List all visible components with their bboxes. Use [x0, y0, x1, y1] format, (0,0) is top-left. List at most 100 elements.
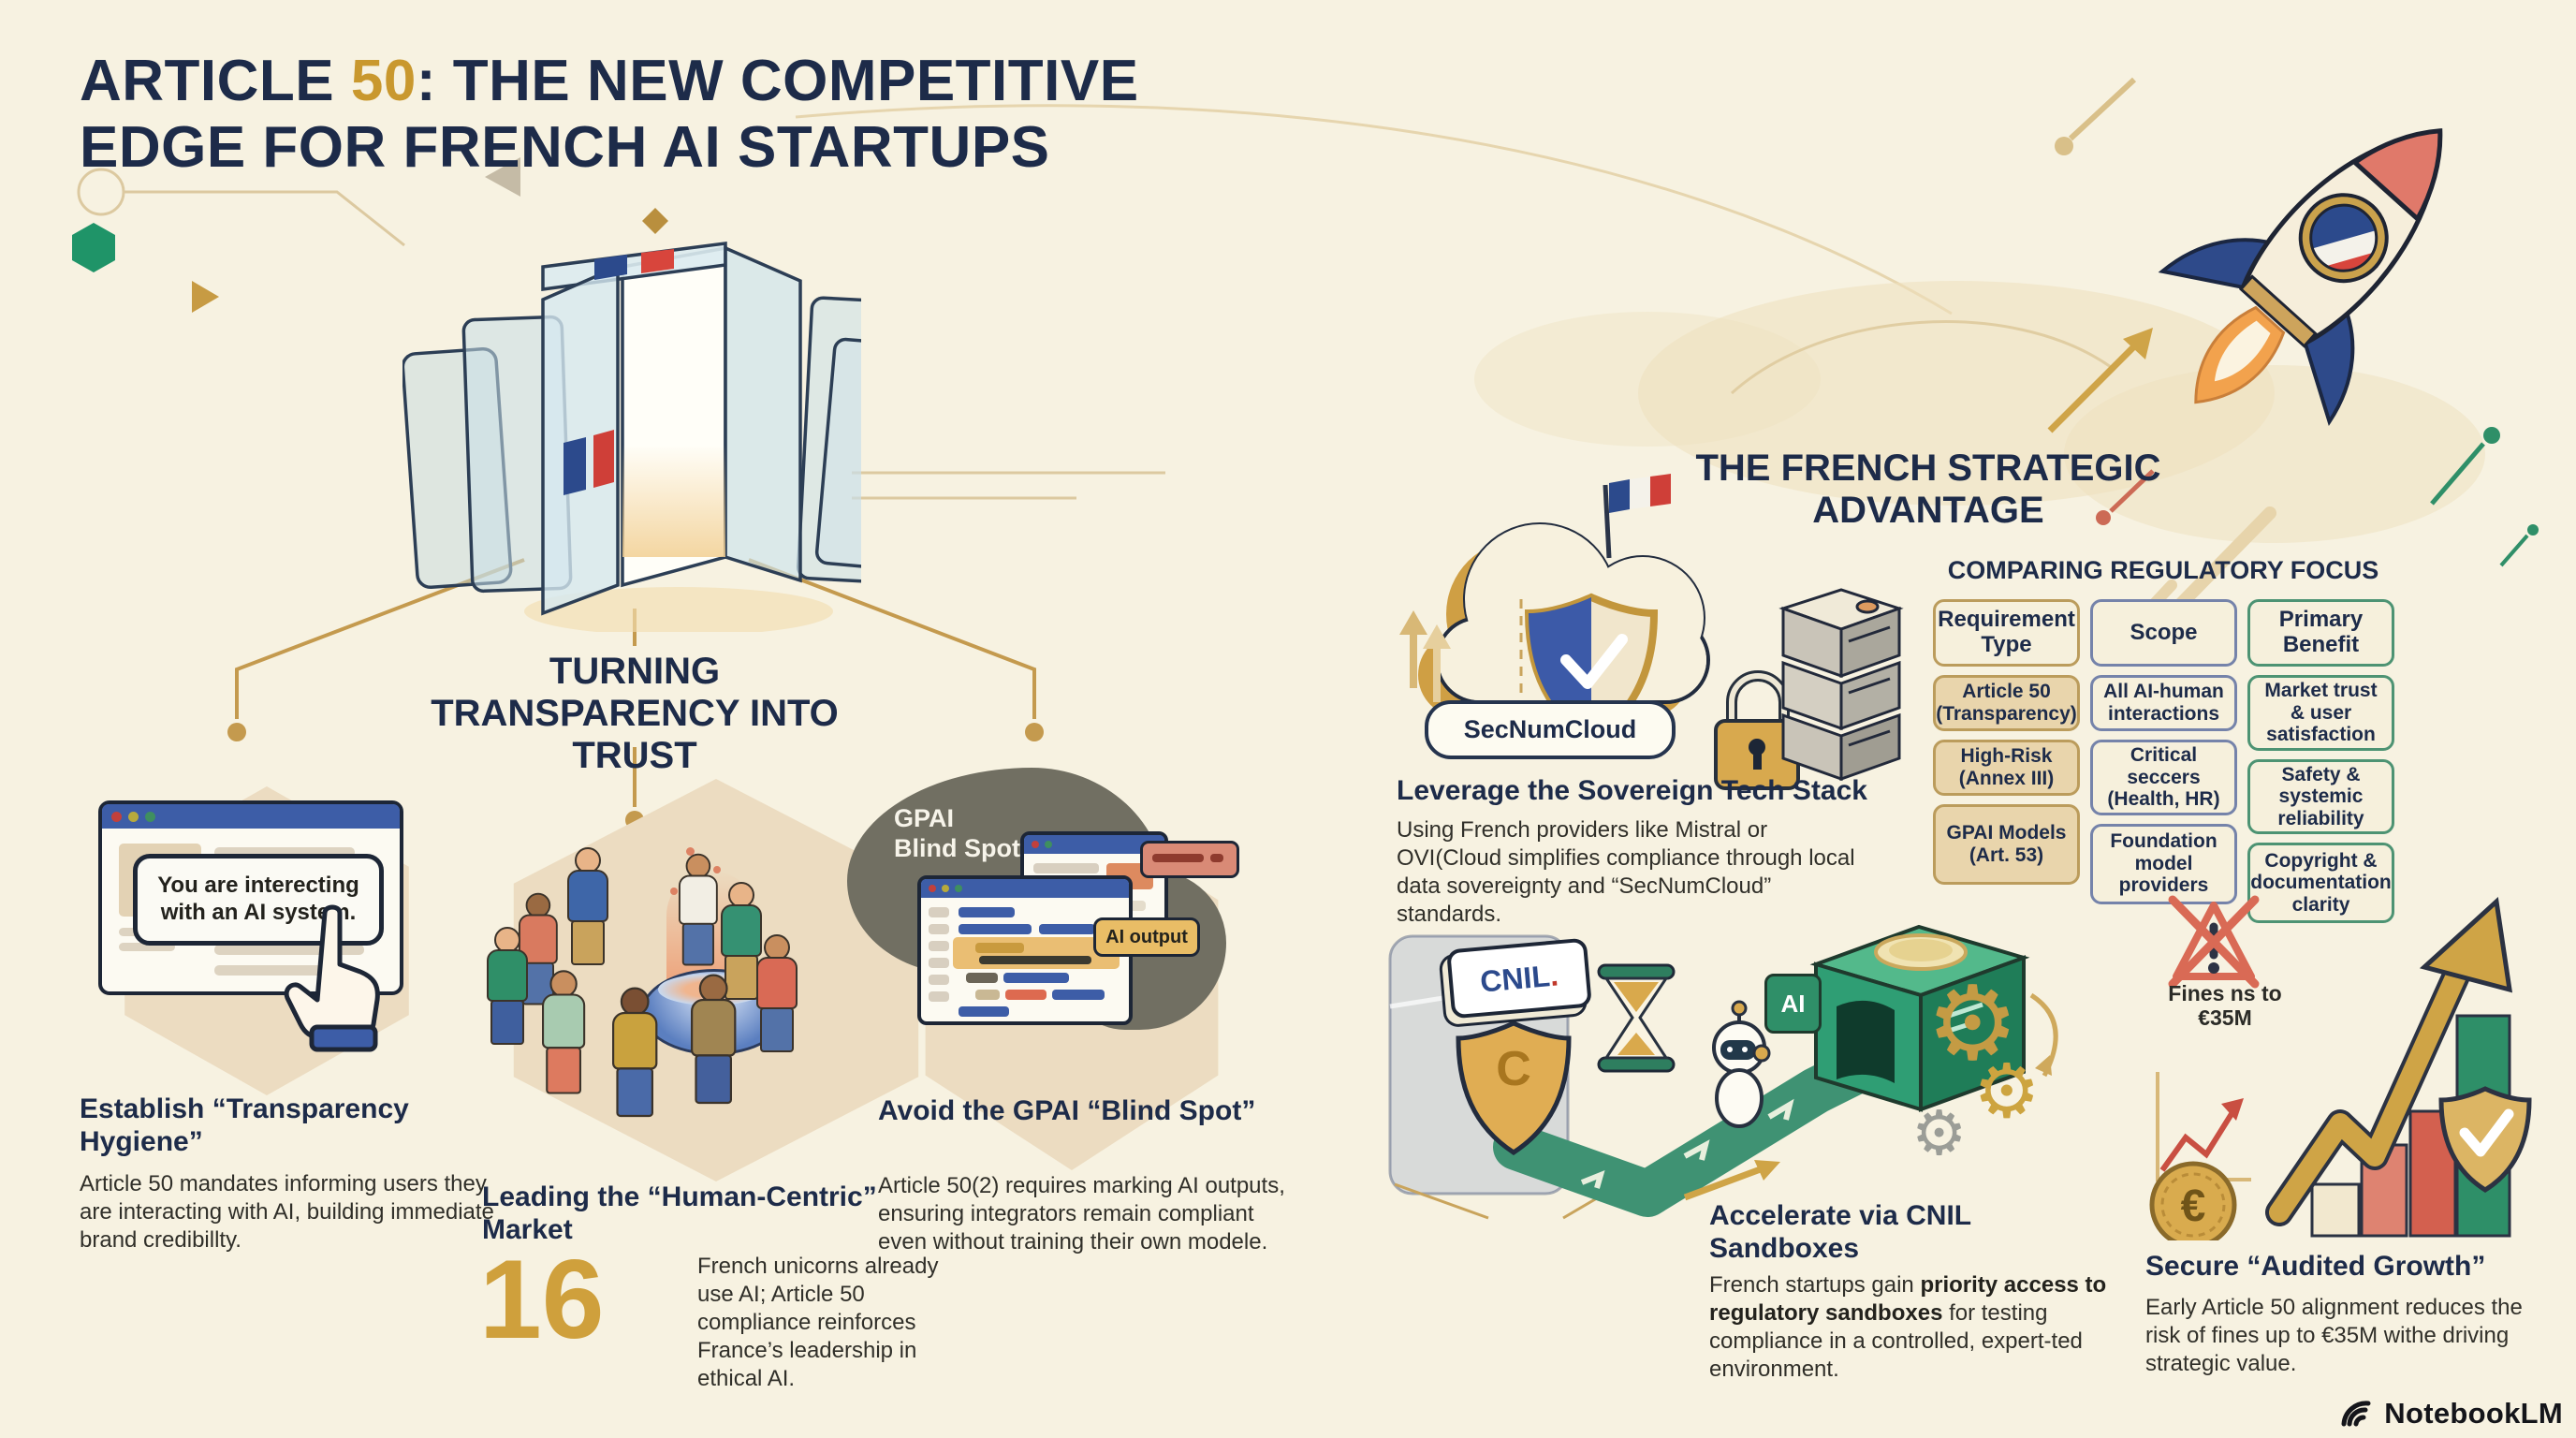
upload-arrows-icon [1399, 610, 1451, 702]
growth-arrow [2265, 897, 2513, 1226]
skeleton-line [214, 847, 355, 858]
rocket-nose [2350, 128, 2443, 223]
no-fines-icon [2168, 895, 2260, 989]
skeleton-line [119, 943, 175, 951]
table-column-requirement: Requirement Type Article 50 (Transparenc… [1933, 599, 2080, 893]
table-cell: Safety & systemic reliability [2247, 758, 2394, 835]
ai-tunnel [1809, 924, 2030, 1112]
window-dot-green-icon [145, 811, 155, 822]
table-cell: GPAI Models (Art. 53) [1933, 804, 2080, 885]
sandbox-body-bold: priority access to regulatory sandboxes [1709, 1272, 2107, 1326]
window-dot-yellow-icon [128, 811, 139, 822]
card1-heading: Establish “Transparency Hygiene” [80, 1093, 409, 1157]
rocket-illustration [2158, 128, 2443, 427]
person-figure [671, 853, 721, 988]
spark [670, 888, 678, 895]
title-part1: ARTICLE [80, 49, 351, 113]
spark [686, 847, 695, 856]
table-cell: Copyright & documentation clarity [2247, 843, 2394, 924]
unicorn-count-stat: 16 [479, 1237, 605, 1362]
browser-titlebar [102, 804, 400, 829]
table-cell: Critical seccers (Health, HR) [2090, 740, 2237, 815]
title-line2: EDGE FOR FRENCH AI STARTUPS [80, 114, 1050, 180]
sovereign-cloud-illustration [1399, 474, 1904, 790]
ai-tag: AI [1764, 974, 1822, 1034]
gear-icon: ⚙ [1911, 1097, 1968, 1169]
table-header-cell: Primary Benefit [2247, 599, 2394, 667]
advantage-section-heading: THE FRENCH STRATEGIC ADVANTAGE [1695, 448, 2161, 531]
transparency-section-heading: TURNING TRANSPARENCY INTO TRUST [431, 651, 839, 776]
triangle-icon [485, 157, 520, 197]
french-flag-icon [1603, 474, 1671, 559]
euro-coin-icon [2149, 1161, 2237, 1240]
bar-cream [2310, 1182, 2361, 1238]
skeleton-line [214, 945, 364, 955]
window-dot-red-icon [111, 811, 122, 822]
code-window-front [917, 875, 1133, 1025]
hexagon-icon [72, 223, 115, 272]
sandbox-heading: Accelerate via CNIL Sandboxes [1709, 1200, 1971, 1264]
gpai-blind-spot-label: GPAI Blind Spot [894, 804, 1020, 863]
growth-body: Early Article 50 alignment reduces the r… [2145, 1295, 2523, 1376]
table-header-cell: Requirement Type [1933, 599, 2080, 667]
french-stripe-red [641, 249, 674, 273]
table-cell: Foundation model providers [2090, 823, 2237, 904]
person-figure [749, 934, 801, 1075]
card2-heading: Leading the “Human-Centric” Market [482, 1181, 877, 1245]
glass-doors-illustration [402, 242, 861, 632]
sandbox-body-post: for testing compliance in a controlled, … [1709, 1300, 2083, 1382]
sleeve-cuff [309, 1024, 378, 1052]
sovereign-body: Using French providers like Mistral or O… [1397, 817, 1855, 927]
cnil-speech-bubble: CNIL. [1446, 937, 1592, 1020]
robot-icon [1712, 1000, 1771, 1128]
cnil-dot: . [1548, 957, 1560, 992]
sovereign-heading: Leverage the Sovereign Tech Stack [1397, 775, 1867, 806]
table-cell: All AI-human interactions [2090, 675, 2237, 731]
table-column-benefit: Primary Benefit Market trust & user sati… [2247, 599, 2394, 932]
person-figure [479, 927, 532, 1067]
padlock-icon [1714, 670, 1800, 790]
error-bubble [1140, 841, 1239, 878]
person-figure [604, 987, 662, 1142]
page-title: ARTICLE 50: THE NEW COMPETITIVE EDGE FOR… [80, 49, 1296, 181]
sandbox-body: French startups gain priority access to … [1709, 1271, 2126, 1384]
table-title: COMPARING REGULATORY FOCUS [1947, 556, 2379, 584]
ai-output-bubble: AI output [1093, 917, 1200, 957]
card1-body: Article 50 mandates informing users they… [80, 1171, 494, 1253]
brand-footer: NotebookLM [2337, 1395, 2563, 1432]
growth-heading: Secure “Audited Growth” [2145, 1251, 2486, 1282]
play-icon [192, 281, 219, 313]
french-flag-icon [564, 430, 614, 495]
table-header-cell: Scope [2090, 599, 2237, 667]
person-figure [560, 847, 612, 988]
table-cell: Article 50 (Transparency) [1933, 675, 2080, 731]
skeleton-line [214, 965, 336, 976]
title-part2: : THE NEW COMPETITIVE [416, 49, 1139, 113]
server-stack [1778, 588, 1904, 782]
title-accent: 50 [350, 49, 417, 113]
card2-body: French unicorns already use AI; Article … [697, 1254, 939, 1391]
person-figure [682, 974, 740, 1129]
audited-growth-illustration [2149, 895, 2532, 1240]
gear-icon: ⚙ [1926, 963, 2019, 1083]
path-arrows [1580, 1098, 1794, 1189]
cnil-shield-icon [1456, 1020, 1572, 1155]
card3-body: Article 50(2) requires marking AI output… [878, 1173, 1285, 1255]
fines-label: Fines ns to €35M [2168, 981, 2282, 1031]
pointer-hand-icon [284, 904, 380, 1052]
connector-dot [1025, 723, 1044, 741]
person-figure [534, 970, 590, 1118]
diamond-icon [642, 208, 668, 234]
hourglass-icon [1597, 963, 1676, 1073]
card3-heading: Avoid the GPAI “Blind Spot” [878, 1095, 1256, 1126]
sandbox-body-pre: French startups gain [1709, 1272, 1921, 1298]
notebooklm-logo-icon [2341, 1401, 2371, 1427]
french-stripe-blue [594, 255, 627, 280]
gear-icon: ⚙ [1973, 1048, 2041, 1135]
audit-shield-icon [2438, 1086, 2532, 1193]
euro-symbol: € [2180, 1181, 2206, 1231]
sandbox-path [1493, 1039, 1895, 1217]
spark [713, 866, 721, 873]
